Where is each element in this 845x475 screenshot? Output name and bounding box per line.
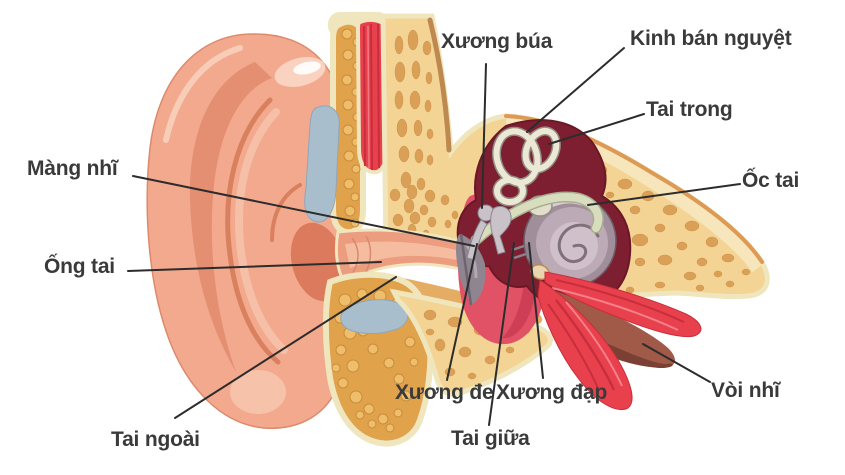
leader-line-mang-nhi — [132, 175, 475, 247]
label-xuong-de: Xương đe — [395, 381, 494, 404]
leader-line-voi-nhi — [642, 343, 711, 383]
label-tai-ngoai: Tai ngoài — [111, 428, 200, 451]
label-voi-nhi: Vòi nhĩ — [711, 379, 780, 402]
leader-line-tai-giua — [488, 242, 515, 426]
leader-line-xuong-de — [446, 243, 478, 381]
leader-lines — [127, 47, 741, 426]
label-mang-nhi: Màng nhĩ — [27, 157, 118, 180]
label-kinh-ban-nguyet: Kinh bán nguyệt — [630, 27, 792, 50]
leader-line-tai-trong — [548, 113, 645, 145]
leader-line-tai-ngoai — [174, 276, 397, 419]
label-tai-trong: Tai trong — [646, 98, 733, 121]
label-oc-tai: Ốc tai — [742, 169, 800, 192]
eustachian-tube-muscles — [537, 271, 702, 410]
outer-ear-shape — [146, 33, 346, 429]
leader-line-xuong-dap — [528, 242, 544, 379]
leader-line-xuong-bua — [481, 63, 487, 209]
muscle-strip-top — [355, 17, 390, 175]
label-tai-giua: Tai giữa — [451, 427, 530, 450]
label-ong-tai: Ống tai — [44, 255, 115, 278]
leader-line-oc-tai — [587, 183, 741, 206]
skin-cartilage-column — [304, 12, 390, 236]
leader-line-kinh-ban-nguyet — [526, 47, 625, 133]
leader-line-ong-tai — [127, 261, 382, 272]
label-xuong-bua: Xương búa — [441, 30, 553, 53]
label-xuong-dap: Xương đạp — [496, 381, 608, 404]
cartilage-lower-shape — [322, 271, 434, 447]
